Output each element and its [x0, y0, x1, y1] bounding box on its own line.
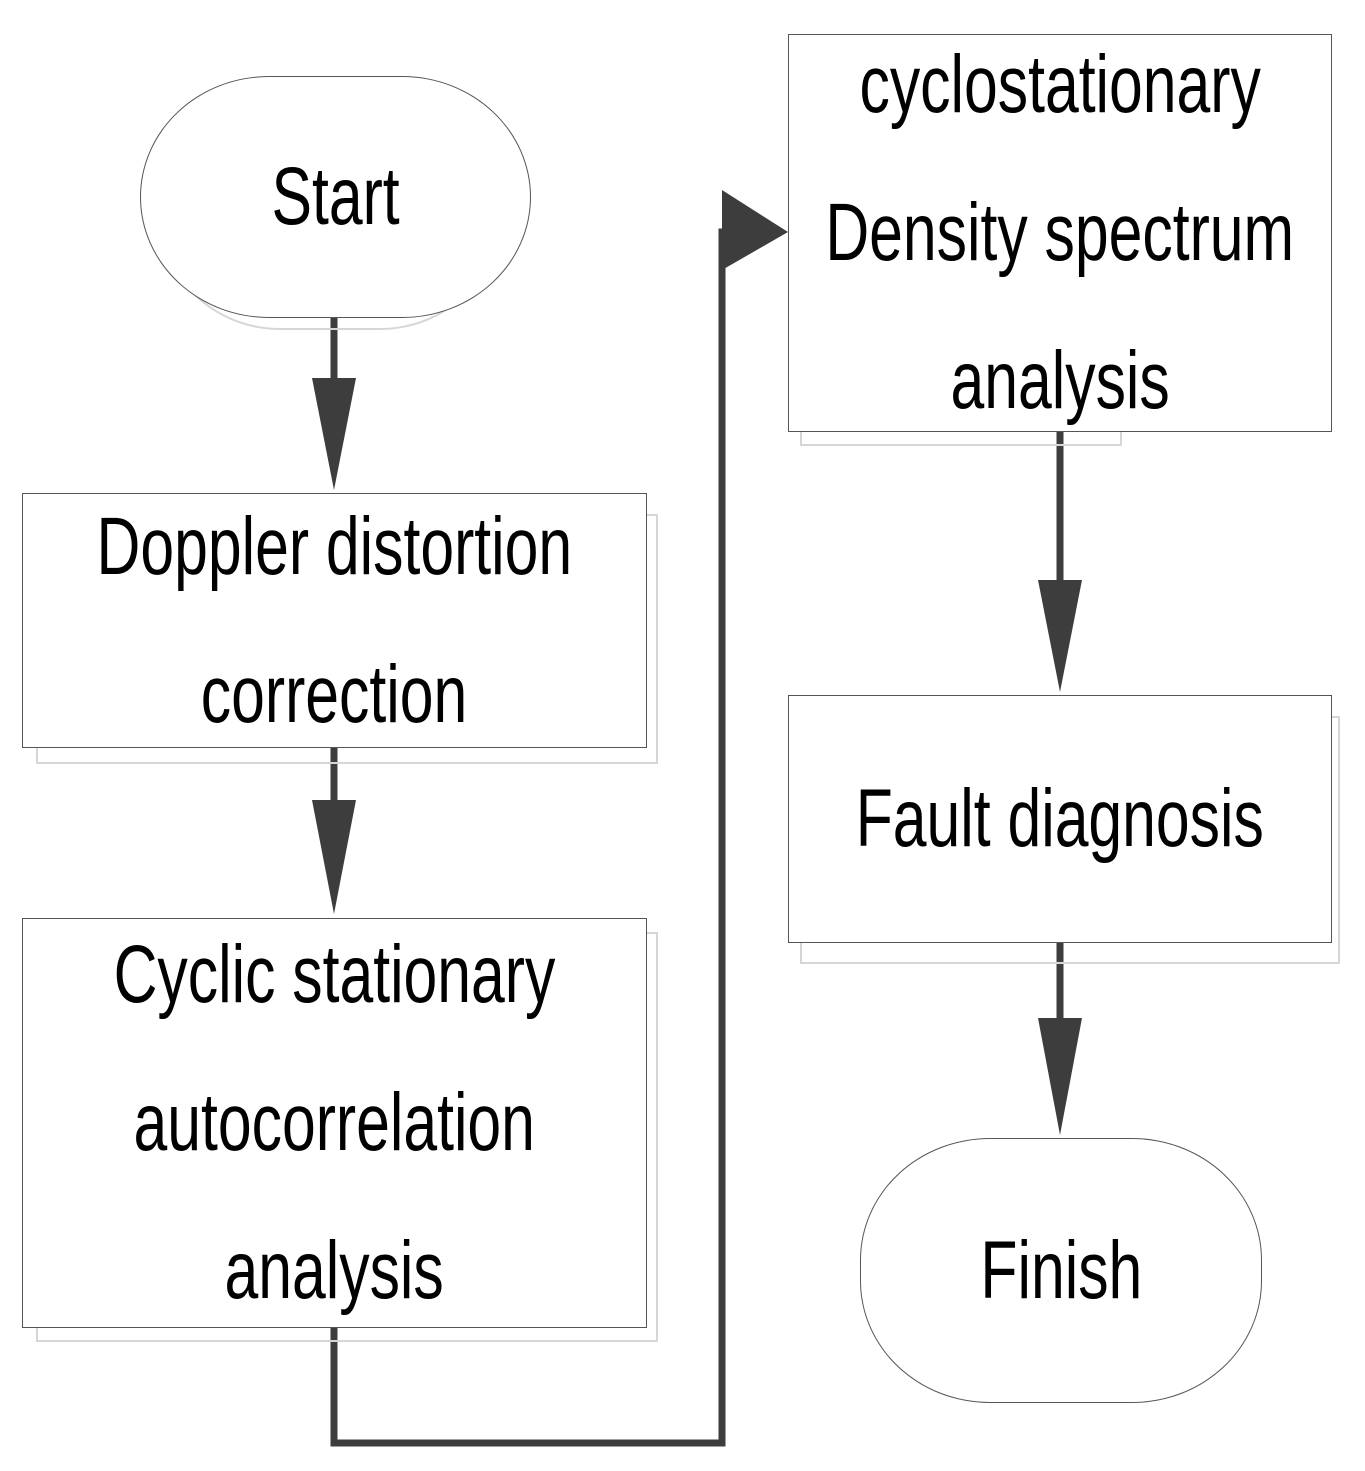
- density-label-line-2: Density spectrum: [825, 187, 1295, 278]
- cyclic-label-line-3: analysis: [224, 1225, 445, 1316]
- doppler-correction-box: Doppler distortion correction: [22, 493, 647, 748]
- arrow-cyclic-to-density-head: [722, 190, 788, 270]
- arrow-density-to-fault-head: [1038, 580, 1082, 692]
- arrow-start-to-doppler-head: [312, 378, 356, 490]
- arrow-density-to-fault: [1038, 432, 1082, 692]
- density-label-line-3: analysis: [950, 335, 1170, 426]
- fault-label: Fault diagnosis: [855, 773, 1265, 864]
- arrow-doppler-to-cyclic-head: [312, 800, 356, 914]
- arrow-fault-to-finish: [1038, 943, 1082, 1135]
- arrow-fault-to-finish-head: [1038, 1018, 1082, 1135]
- start-terminal: Start: [140, 76, 531, 318]
- start-label: Start: [271, 151, 400, 242]
- arrow-doppler-to-cyclic: [312, 748, 356, 914]
- fault-diagnosis-box: Fault diagnosis: [788, 695, 1332, 943]
- cyclic-label-line-1: Cyclic stationary: [113, 929, 556, 1020]
- finish-terminal: Finish: [860, 1138, 1262, 1403]
- finish-label: Finish: [980, 1224, 1142, 1316]
- doppler-label-line-2: correction: [201, 648, 468, 740]
- arrow-start-to-doppler: [312, 318, 356, 490]
- arrow-cyclic-to-density: [330, 190, 788, 1447]
- doppler-label-line-1: Doppler distortion: [96, 500, 573, 592]
- cyclic-label-line-2: autocorrelation: [133, 1077, 536, 1168]
- cyclic-autocorrelation-box: Cyclic stationary autocorrelation analys…: [22, 918, 647, 1328]
- density-spectrum-box: cyclostationary Density spectrum analysi…: [788, 34, 1332, 432]
- density-label-line-1: cyclostationary: [859, 39, 1261, 130]
